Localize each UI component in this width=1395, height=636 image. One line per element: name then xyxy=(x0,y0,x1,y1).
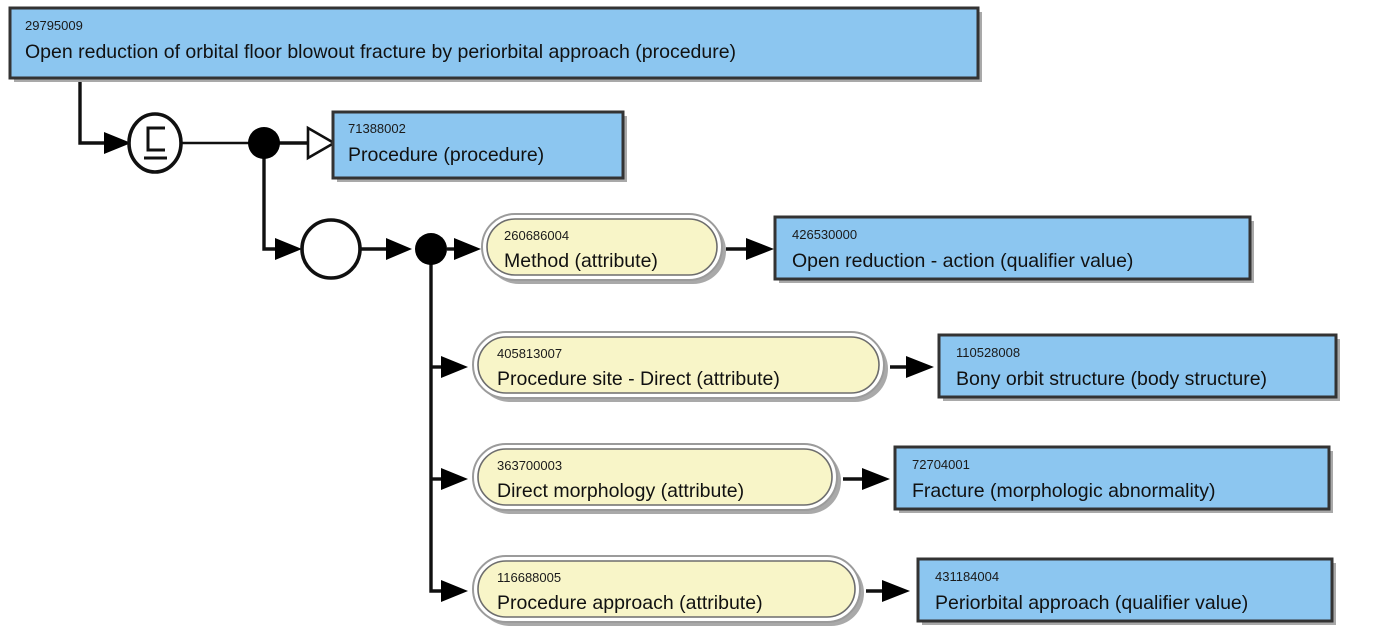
value-fracture-term: Fracture (morphologic abnormality) xyxy=(912,480,1215,502)
value-approach-id: 431184004 xyxy=(935,569,999,584)
focus-concept-term: Open reduction of orbital floor blowout … xyxy=(25,41,736,63)
attribute-approach-inner xyxy=(477,560,856,618)
arrowhead-rolegroup xyxy=(275,238,302,260)
focus-concept-border xyxy=(8,6,980,80)
attribute-site-term: Procedure site - Direct (attribute) xyxy=(497,368,780,390)
attribute-site-inner xyxy=(477,336,880,394)
value-site-term: Bony orbit structure (body structure) xyxy=(956,368,1267,390)
value-site-border xyxy=(937,333,1338,399)
edge-dot-to-rolegroup xyxy=(262,157,276,251)
arrowhead-attr-4 xyxy=(441,580,468,602)
parent-concept-box[interactable]: 71388002 Procedure (procedure) xyxy=(331,110,627,182)
relationship-dot-rolegroup[interactable] xyxy=(415,233,447,265)
value-box-periorbital-approach[interactable]: 431184004 Periorbital approach (qualifie… xyxy=(916,557,1336,625)
attribute-site-id: 405813007 xyxy=(497,346,562,361)
arrowhead-value-3 xyxy=(862,468,890,490)
focus-concept-box[interactable]: 29795009 Open reduction of orbital floor… xyxy=(8,6,982,82)
value-fracture-border xyxy=(893,445,1331,511)
value-approach-fill xyxy=(918,559,1332,621)
value-fracture-id: 72704001 xyxy=(912,457,970,472)
value-site-id: 110528008 xyxy=(956,345,1020,360)
attribute-approach-term: Procedure approach (attribute) xyxy=(497,592,763,614)
attribute-method-inner xyxy=(486,218,718,276)
attribute-box-method[interactable]: 260686004 Method (attribute) xyxy=(481,213,726,284)
parent-concept-border xyxy=(331,110,625,180)
attribute-method-id: 260686004 xyxy=(504,228,569,243)
attribute-method-term: Method (attribute) xyxy=(504,250,658,272)
attribute-row-direct-morphology: 363700003 Direct morphology (attribute) … xyxy=(472,443,1333,514)
relationship-dot-isa[interactable] xyxy=(248,127,280,159)
focus-concept-id: 29795009 xyxy=(25,18,83,33)
value-box-method[interactable]: 426530000 Open reduction - action (quali… xyxy=(773,215,1254,283)
value-method-fill xyxy=(775,217,1250,279)
arrowhead-value-1 xyxy=(746,238,774,260)
value-approach-border xyxy=(916,557,1334,623)
edge-attribute-bus xyxy=(429,263,443,593)
parent-concept-id: 71388002 xyxy=(348,121,406,136)
arrowhead-attr-2 xyxy=(441,356,468,378)
edge-focus-to-isa xyxy=(78,82,105,145)
value-box-fracture[interactable]: 72704001 Fracture (morphologic abnormali… xyxy=(893,445,1333,513)
value-site-fill xyxy=(939,335,1336,397)
focus-concept-fill xyxy=(10,8,978,78)
value-box-bony-orbit-structure[interactable]: 110528008 Bony orbit structure (body str… xyxy=(937,333,1340,401)
attribute-box-procedure-approach[interactable]: 116688005 Procedure approach (attribute) xyxy=(472,555,864,626)
attribute-morphology-term: Direct morphology (attribute) xyxy=(497,480,744,502)
arrowhead-value-2 xyxy=(906,356,934,378)
attribute-row-procedure-site-direct: 405813007 Procedure site - Direct (attri… xyxy=(472,331,1340,402)
arrowhead-attr-1 xyxy=(454,238,481,260)
value-method-term: Open reduction - action (qualifier value… xyxy=(792,250,1133,272)
subsumption-circle xyxy=(127,112,183,174)
subsumption-glyph-c xyxy=(146,126,165,152)
attribute-row-method: 260686004 Method (attribute) 426530000 O… xyxy=(481,213,1254,284)
arrowhead-value-4 xyxy=(882,580,910,602)
value-method-border xyxy=(773,215,1252,281)
role-group-circle[interactable] xyxy=(300,218,362,280)
parent-concept-term: Procedure (procedure) xyxy=(348,144,544,166)
attribute-morphology-id: 363700003 xyxy=(497,458,562,473)
attribute-box-procedure-site-direct[interactable]: 405813007 Procedure site - Direct (attri… xyxy=(472,331,888,402)
value-method-id: 426530000 xyxy=(792,227,857,242)
attribute-box-direct-morphology[interactable]: 363700003 Direct morphology (attribute) xyxy=(472,443,841,514)
arrowhead-attr-3 xyxy=(441,468,468,490)
attribute-row-procedure-approach: 116688005 Procedure approach (attribute)… xyxy=(472,555,1336,626)
is-a-subsumption-glyph[interactable] xyxy=(127,112,183,174)
arrowhead-hollow-isa xyxy=(306,125,337,161)
parent-concept-fill xyxy=(333,112,623,178)
value-fracture-fill xyxy=(895,447,1329,509)
attribute-morphology-inner xyxy=(477,448,833,506)
attribute-approach-id: 116688005 xyxy=(497,570,561,585)
connector-layer xyxy=(78,82,934,602)
value-approach-term: Periorbital approach (qualifier value) xyxy=(935,592,1248,614)
arrowhead-isa-circle xyxy=(104,132,131,154)
arrowhead-dot2 xyxy=(386,238,412,260)
